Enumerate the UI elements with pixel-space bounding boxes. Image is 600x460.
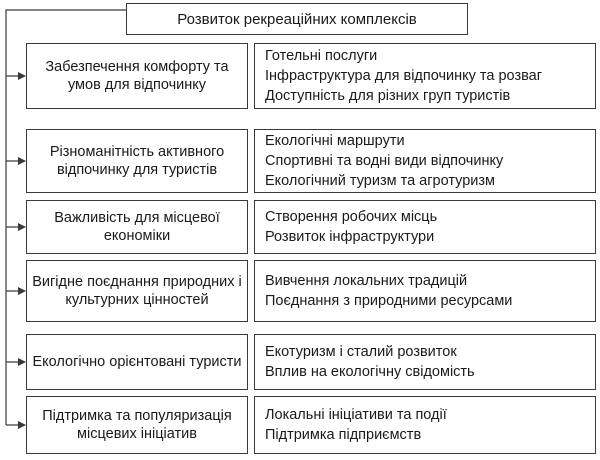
detail-item: Локальні ініціативи та події: [265, 407, 447, 423]
detail-item: Вплив на екологічну свідомість: [265, 364, 475, 380]
category-box: Підтримка та популяризація місцевих ініц…: [26, 396, 248, 454]
detail-item: Інфраструктура для відпочинку та розваг: [265, 68, 543, 84]
category-box: Вигідне поєднання природних і культурних…: [26, 260, 248, 322]
category-label: Вигідне поєднання природних і культурних…: [32, 274, 242, 308]
detail-item: Екологічний туризм та агротуризм: [265, 173, 496, 189]
detail-item: Екологічні маршрути: [265, 133, 405, 149]
category-box: Забезпечення комфорту та умов для відпоч…: [26, 43, 248, 109]
category-label: Різноманітність активного відпочинку для…: [49, 144, 225, 178]
detail-item: Підтримка підприємств: [265, 427, 422, 443]
detail-item: Розвиток інфраструктури: [265, 229, 435, 245]
category-box: Важливість для місцевої економіки: [26, 200, 248, 254]
category-box: Екологічно орієнтовані туристи: [26, 334, 248, 390]
detail-item: Екотуризм і сталий розвиток: [265, 344, 457, 360]
category-label: Забезпечення комфорту та умов для відпоч…: [45, 59, 229, 93]
detail-item: Поєднання з природними ресурсами: [265, 293, 513, 309]
detail-item: Готельні послуги: [265, 48, 378, 64]
category-label: Підтримка та популяризація місцевих ініц…: [42, 408, 232, 442]
connector-trunk: [5, 9, 126, 425]
detail-item: Доступність для різних груп туристів: [265, 88, 511, 104]
category-box: Різноманітність активного відпочинку для…: [26, 129, 248, 193]
category-label: Екологічно орієнтовані туристи: [32, 354, 242, 370]
diagram-title: Розвиток рекреаційних комплексів: [126, 3, 468, 35]
detail-item: Спортивні та водні види відпочинку: [265, 153, 504, 169]
detail-item: Вивчення локальних традицій: [265, 273, 468, 289]
detail-item: Створення робочих місць: [265, 209, 438, 225]
category-label: Важливість для місцевої економіки: [54, 210, 220, 244]
